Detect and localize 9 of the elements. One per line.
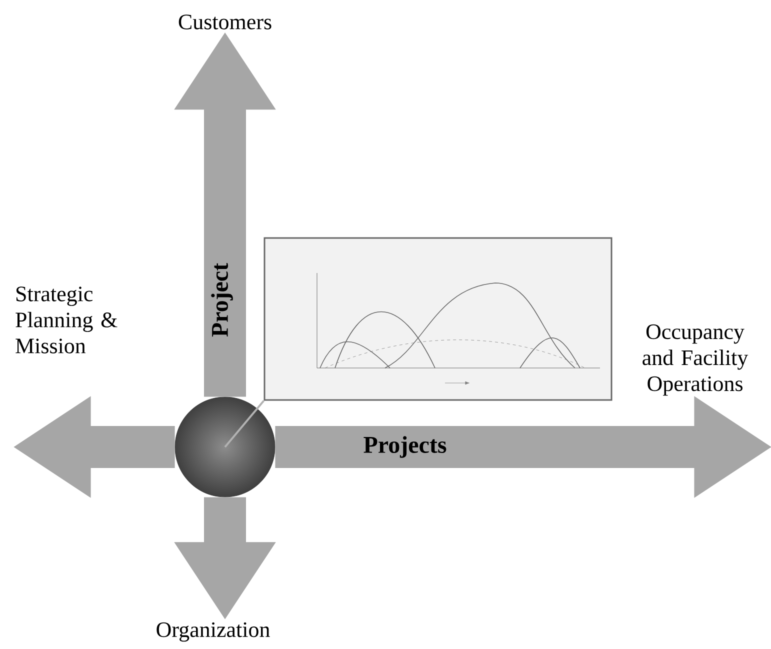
- axis-label: Occupancy and Facility Operations: [642, 324, 748, 396]
- chart-picture-drawing: [264, 237, 612, 401]
- axis-label: Organization: [156, 622, 270, 642]
- axis-label: Strategic Planning & Mission: [16, 286, 118, 354]
- axis-label: Customers: [178, 14, 272, 30]
- leader-line: [224, 400, 265, 448]
- hub-circle: [174, 396, 276, 498]
- edge-label: Project: [211, 263, 233, 337]
- edge-label: Projects: [364, 436, 446, 458]
